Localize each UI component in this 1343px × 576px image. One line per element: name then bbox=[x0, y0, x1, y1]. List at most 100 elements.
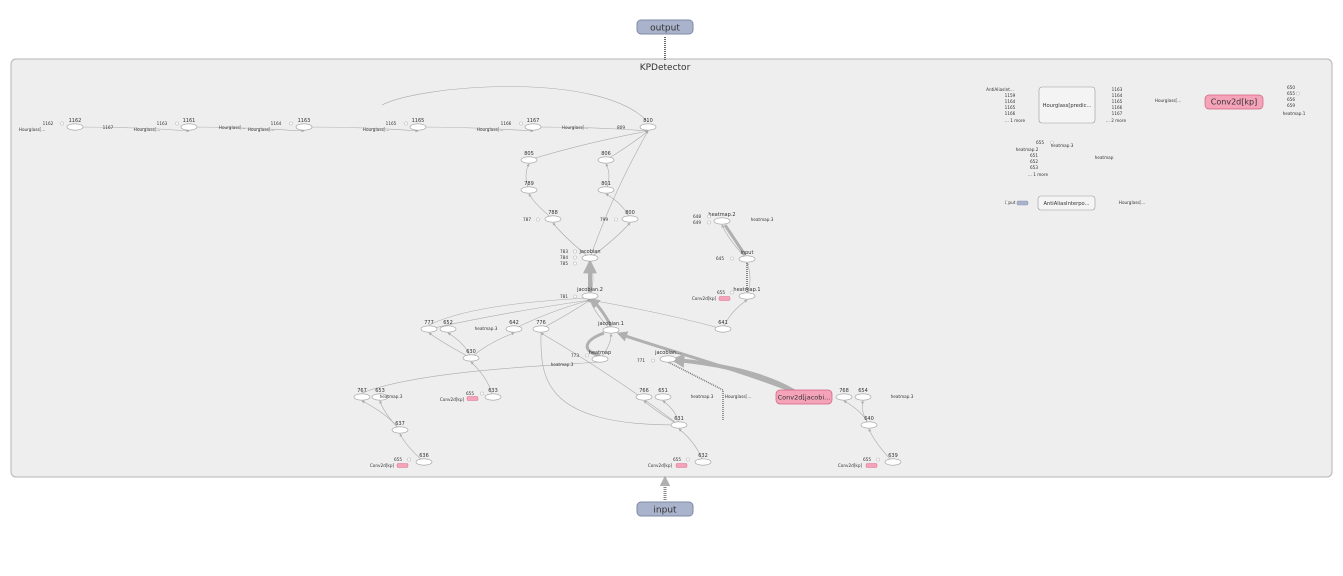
small-label-s3: 1163 bbox=[157, 121, 168, 126]
graph-node-hgpred[interactable]: Hourglass[predic... bbox=[1038, 86, 1096, 124]
graph-node-n776[interactable]: 776 bbox=[532, 320, 550, 333]
graph-node-nhm[interactable]: heatmap bbox=[589, 350, 611, 363]
graph-node-ninput[interactable]: input bbox=[738, 250, 756, 263]
constant-node-dot bbox=[1005, 200, 1009, 205]
conv-chip bbox=[675, 463, 688, 468]
constant-node-dot bbox=[1050, 140, 1054, 145]
graph-node-n788[interactable]: 788 bbox=[544, 210, 562, 223]
small-label-s46: 1165 bbox=[1005, 105, 1016, 110]
graph-node-njac[interactable]: jacobian bbox=[578, 249, 601, 262]
graph-node-n800[interactable]: 800 bbox=[621, 210, 639, 223]
kpdetector-cluster[interactable] bbox=[10, 58, 1333, 478]
graph-node-n766[interactable]: 766 bbox=[635, 388, 653, 401]
small-label-s18: 784 bbox=[560, 255, 568, 260]
op-node-ellipse bbox=[371, 393, 389, 401]
small-label-s13: Hourglass[... bbox=[562, 125, 588, 130]
graph-node-njacm[interactable]: jacobian... bbox=[654, 350, 681, 363]
op-node-ellipse bbox=[520, 186, 538, 194]
op-node-label: heatmap.1 bbox=[733, 287, 760, 293]
graph-node-n1163[interactable]: 1163 bbox=[295, 118, 313, 131]
edge bbox=[552, 222, 591, 259]
op-node-ellipse bbox=[484, 393, 502, 401]
op-node-ellipse bbox=[581, 254, 599, 262]
conv-chip bbox=[466, 396, 479, 401]
nodes-layer: 1162 1161 1163 1165 1167 810 805 806 789 801 788 80… bbox=[66, 86, 1264, 466]
op-node-label: 1161 bbox=[183, 118, 196, 124]
edge bbox=[528, 129, 649, 161]
op-node-label: 641 bbox=[718, 320, 728, 326]
edge bbox=[428, 297, 591, 326]
op-node-ellipse bbox=[544, 215, 562, 223]
op-node-label: 633 bbox=[488, 388, 498, 394]
graph-node-n631[interactable]: 631 bbox=[670, 416, 688, 429]
graph-node-n810[interactable]: 810 bbox=[639, 118, 657, 131]
graph-node-n806[interactable]: 806 bbox=[597, 151, 615, 164]
conv-chip bbox=[396, 463, 409, 468]
op-node-label: 810 bbox=[643, 118, 653, 124]
graph-node-n801[interactable]: 801 bbox=[597, 181, 615, 194]
graph-node-n768[interactable]: 768 bbox=[835, 388, 853, 401]
small-label-s61: 655 bbox=[1036, 140, 1044, 145]
op-node-label: 640 bbox=[864, 416, 874, 422]
small-label-s17: 783 bbox=[560, 249, 568, 254]
input-node[interactable]: input bbox=[636, 501, 694, 517]
graph-node-n641[interactable]: 641 bbox=[714, 320, 732, 333]
graph-node-n642[interactable]: 642 bbox=[505, 320, 523, 333]
op-node-ellipse bbox=[532, 325, 550, 333]
graph-node-n1162[interactable]: 1162 bbox=[66, 118, 84, 131]
graph-node-n637[interactable]: 637 bbox=[391, 421, 409, 434]
graph-node-n805[interactable]: 805 bbox=[520, 151, 538, 164]
small-label-s12: Hourglass[... bbox=[219, 125, 245, 130]
constant-node-dot bbox=[519, 121, 523, 126]
small-label-s23: heatmap.3 bbox=[751, 217, 774, 222]
output-node[interactable]: output bbox=[636, 19, 694, 35]
small-label-s29: heatmap.3 bbox=[551, 362, 574, 367]
edge bbox=[74, 126, 190, 133]
edge bbox=[361, 361, 601, 394]
graph-node-convkp[interactable]: Conv2d[kp] bbox=[1204, 94, 1264, 110]
graph-node-n630[interactable]: 630 bbox=[462, 349, 480, 362]
graph-node-n640[interactable]: 640 bbox=[860, 416, 878, 429]
op-node-ellipse bbox=[420, 325, 438, 333]
graph-node-n632[interactable]: 632 bbox=[694, 453, 712, 466]
graph-node-n653[interactable]: 653 bbox=[371, 388, 389, 401]
constant-node-dot bbox=[404, 121, 408, 126]
small-label-s6: Hourglass[... bbox=[248, 127, 274, 132]
op-node-label: 630 bbox=[466, 349, 476, 355]
graph-node-n1166[interactable]: 1167 bbox=[524, 118, 542, 131]
graph-node-n639[interactable]: 639 bbox=[884, 453, 902, 466]
graph-node-convjac[interactable]: Conv2d[jacobi... bbox=[775, 389, 833, 405]
edge bbox=[540, 332, 680, 426]
graph-node-n654[interactable]: 654 bbox=[854, 388, 872, 401]
graph-node-n636[interactable]: 636 bbox=[415, 453, 433, 466]
small-label-s49: 1163 bbox=[1112, 87, 1123, 92]
graph-node-antialias[interactable]: AntiAliasInterpo... bbox=[1037, 195, 1096, 211]
graph-node-nhm1[interactable]: heatmap.1 bbox=[733, 287, 761, 300]
op-node-label: 1167 bbox=[527, 118, 540, 124]
small-label-s43: AntiAliasInt... bbox=[986, 87, 1014, 92]
cluster-label: KPDetector bbox=[640, 63, 691, 73]
small-label-s24: 645 bbox=[716, 256, 724, 261]
graph-node-n651[interactable]: 651 bbox=[654, 388, 672, 401]
op-node-ellipse bbox=[391, 426, 409, 434]
graph-node-n1165[interactable]: 1165 bbox=[409, 118, 427, 131]
graph-node-n652[interactable]: 652 bbox=[439, 320, 457, 333]
small-label-s66: ... 1 more bbox=[1028, 172, 1049, 177]
op-node-ellipse bbox=[639, 123, 657, 131]
small-label-s37: 655 bbox=[394, 457, 402, 462]
op-node-label: 632 bbox=[698, 453, 708, 459]
edge bbox=[589, 130, 649, 259]
graph-node-njac2[interactable]: jacobian.2 bbox=[576, 287, 603, 300]
small-label-s10: Hourglass[... bbox=[477, 127, 503, 132]
graph-node-njac1[interactable]: jacobian.1 bbox=[597, 321, 624, 334]
graph-node-n777[interactable]: 777 bbox=[420, 320, 438, 333]
op-node-label: jacobian.1 bbox=[597, 321, 624, 327]
constant-node-dot bbox=[289, 121, 293, 126]
graph-node-n1161[interactable]: 1161 bbox=[180, 118, 198, 131]
small-label-s44: 1159 bbox=[1005, 93, 1016, 98]
graph-node-nhm2[interactable]: heatmap.2 bbox=[708, 212, 736, 225]
graph-node-n767[interactable]: 767 bbox=[353, 388, 371, 401]
graph-node-n789[interactable]: 789 bbox=[520, 181, 538, 194]
graph-node-n633[interactable]: 633 bbox=[484, 388, 502, 401]
